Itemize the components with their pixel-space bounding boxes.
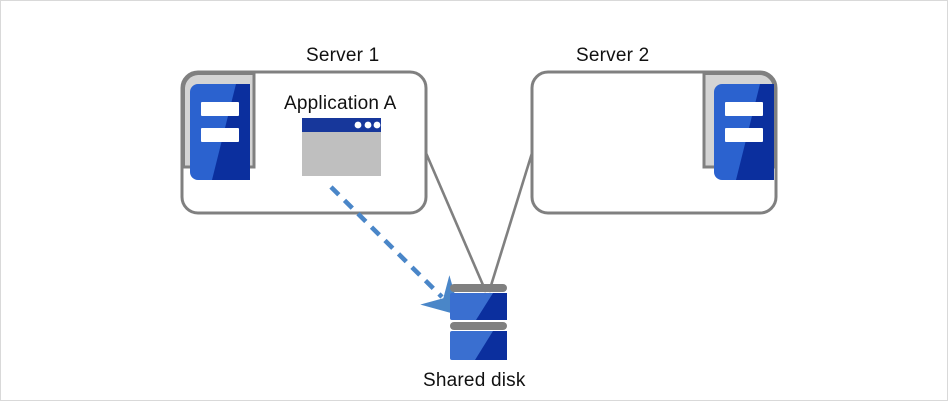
application-label: Application A bbox=[284, 93, 397, 114]
disk-band-icon bbox=[450, 284, 507, 292]
server-icon bbox=[190, 84, 250, 180]
window-dot-icon bbox=[364, 121, 372, 129]
application-window-icon[interactable] bbox=[302, 118, 381, 176]
disk-band-icon bbox=[450, 322, 507, 330]
server-icon bbox=[714, 84, 774, 180]
connector-server1-to-disk bbox=[424, 152, 488, 293]
disk-platter-icon bbox=[450, 293, 507, 320]
connector-application-a-to-disk-access bbox=[329, 185, 461, 316]
database-disk-icon[interactable] bbox=[450, 284, 507, 360]
window-dot-icon bbox=[354, 121, 362, 129]
server2-label: Server 2 bbox=[576, 45, 650, 66]
shared-disk-label: Shared disk bbox=[423, 370, 526, 391]
connector-server2-to-disk bbox=[487, 152, 534, 293]
server1-label: Server 1 bbox=[306, 45, 380, 66]
disk-platter-icon bbox=[450, 331, 507, 360]
window-dot-icon bbox=[373, 121, 381, 129]
